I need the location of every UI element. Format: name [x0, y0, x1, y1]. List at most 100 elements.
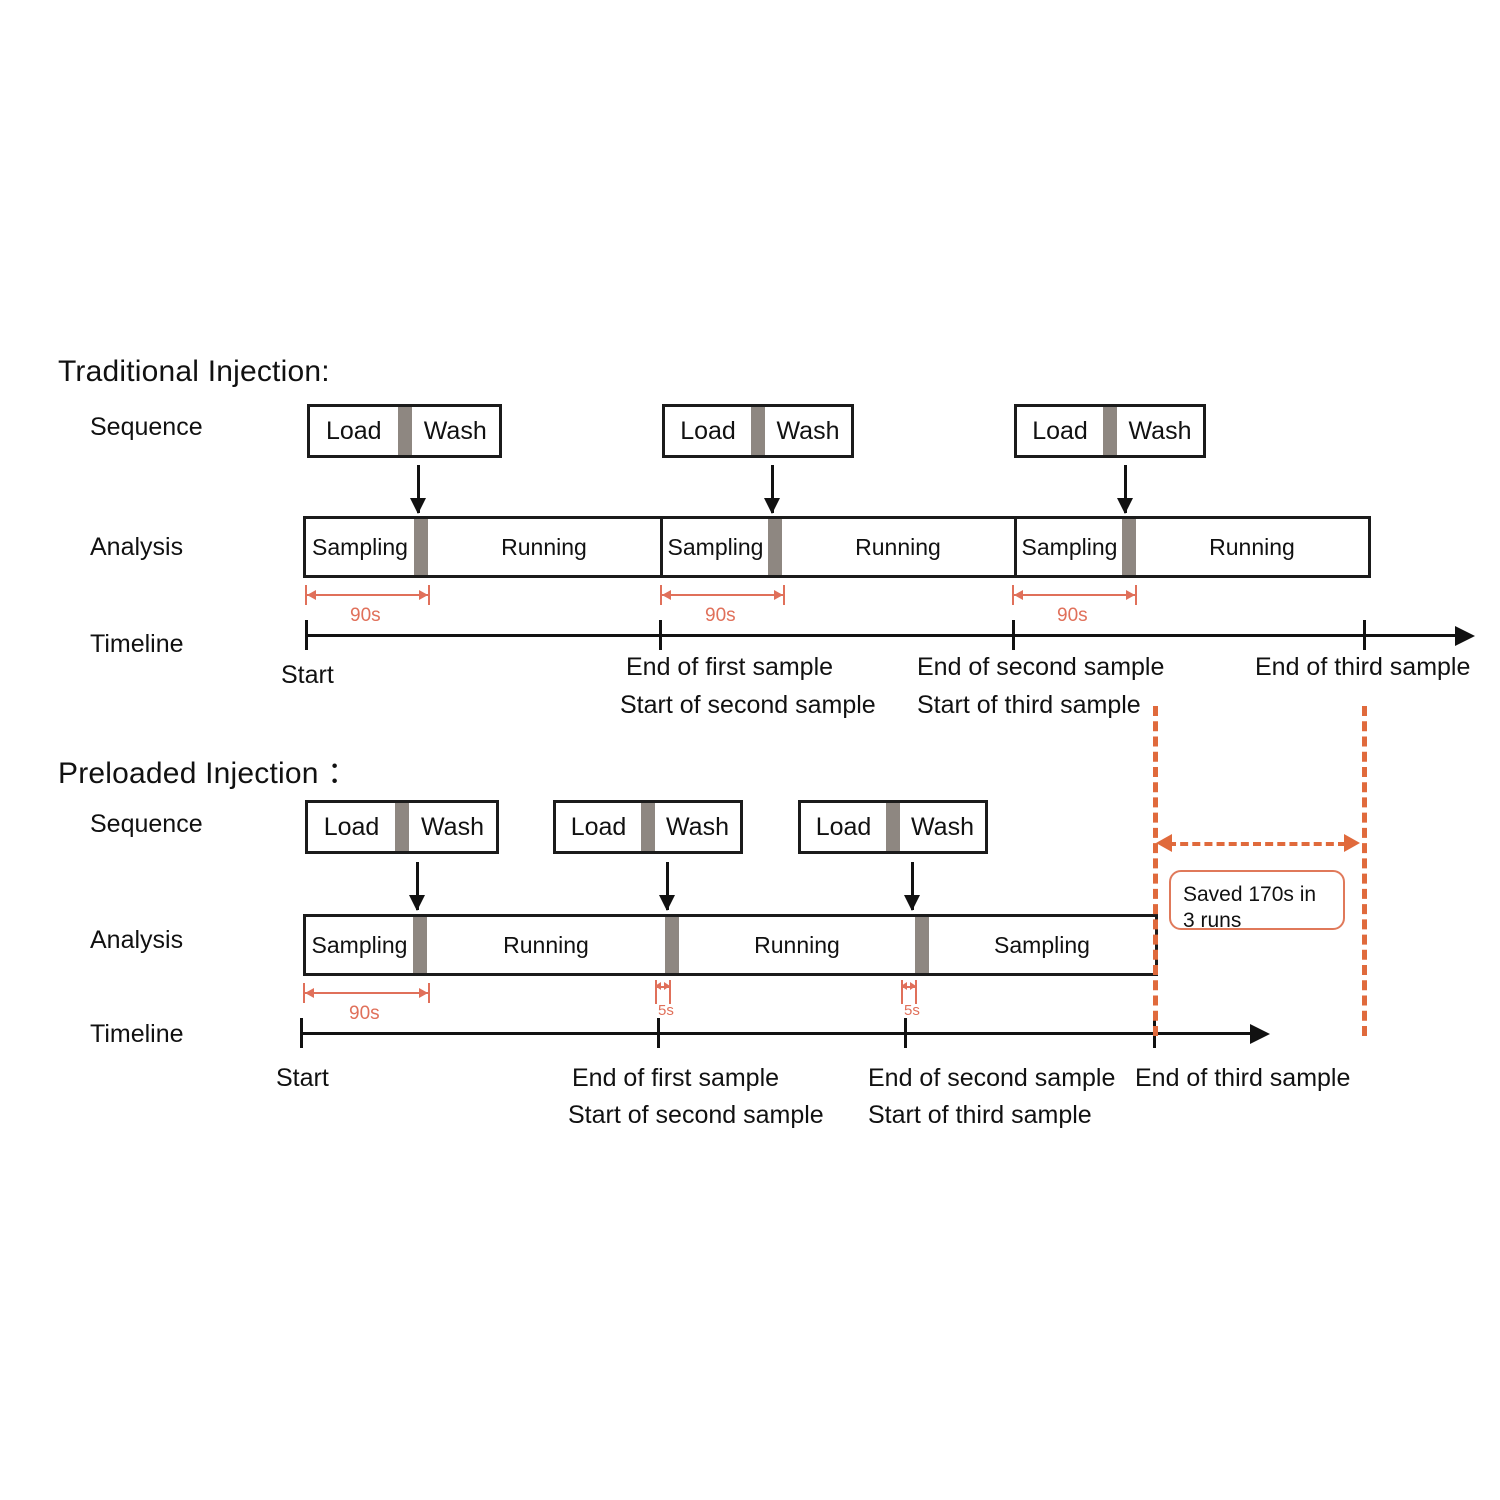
- measure-arrow-left: [655, 982, 661, 990]
- measure-cap-left: [660, 585, 662, 605]
- analysis-segment-sampling-2: Sampling: [660, 519, 768, 575]
- load-wash-divider: [641, 803, 655, 851]
- flow-arrow-down-2-preloaded: [659, 862, 675, 911]
- wash-label: Wash: [666, 812, 729, 841]
- wash-label: Wash: [776, 416, 840, 445]
- measure-90s-1-preloaded: 90s: [303, 983, 430, 1024]
- analysis-track-preloaded[interactable]: Sampling Running Running Sampling: [303, 914, 1158, 976]
- timeline-caption-4-preloaded-line1: End of third sample: [1135, 1064, 1351, 1092]
- timeline-tick-2-preloaded: [657, 1018, 660, 1048]
- analysis-segment-running-2: Running: [754, 931, 840, 958]
- analysis-segment-running-1: Running: [501, 533, 587, 560]
- timeline-caption-2-preloaded-line1: End of first sample: [572, 1064, 780, 1092]
- timeline-caption-3-preloaded-line2: Start of third sample: [868, 1101, 1092, 1129]
- measure-label: 90s: [350, 605, 381, 626]
- measure-arrow-right: [419, 988, 428, 998]
- timeline-tick-2-traditional: [659, 620, 662, 650]
- measure-arrow-left: [901, 982, 907, 990]
- analysis-segment-running-3: Running: [1209, 533, 1295, 560]
- wash-label: Wash: [911, 812, 974, 841]
- measure-cap-left: [901, 980, 903, 1004]
- timeline-axis-preloaded: [300, 1032, 1252, 1035]
- measure-line: [662, 594, 783, 596]
- analysis-divider-gray-1: [414, 519, 428, 575]
- measure-90s-3-traditional: 90s: [1012, 585, 1137, 626]
- section-title-preloaded: Preloaded Injection ：: [58, 757, 358, 790]
- measure-cap-right: [1135, 585, 1137, 605]
- timeline-tick-3-traditional: [1012, 620, 1015, 650]
- timeline-axis-traditional: [305, 634, 1457, 637]
- load-wash-divider: [397, 407, 412, 455]
- measure-arrow-right: [910, 982, 916, 990]
- savings-span-line: [1168, 842, 1346, 846]
- timeline-tick-1-traditional: [305, 620, 308, 650]
- measure-90s-2-traditional: 90s: [660, 585, 785, 626]
- measure-arrow-left: [307, 590, 316, 600]
- measure-arrow-left: [1014, 590, 1023, 600]
- savings-span-arrow-left: [1156, 834, 1172, 852]
- sequence-box-2-traditional[interactable]: Load Wash: [662, 404, 854, 458]
- measure-label: 90s: [705, 605, 736, 626]
- measure-line: [902, 986, 916, 988]
- analysis-divider-gray-2: [768, 519, 782, 575]
- sequence-box-1-preloaded[interactable]: Load Wash: [305, 800, 499, 854]
- timeline-tick-3-preloaded: [904, 1018, 907, 1048]
- sequence-box-2-preloaded[interactable]: Load Wash: [553, 800, 743, 854]
- measure-label: 5s: [658, 1002, 674, 1019]
- row-label-timeline-traditional: Timeline: [90, 630, 184, 658]
- load-wash-divider: [886, 803, 900, 851]
- measure-cap-left: [303, 983, 305, 1003]
- analysis-divider-gray-3: [915, 917, 929, 973]
- load-label: Load: [570, 812, 627, 841]
- analysis-segment-sampling-1: Sampling: [311, 931, 408, 958]
- load-label: Load: [815, 812, 872, 841]
- wash-label: Wash: [421, 812, 484, 841]
- timeline-caption-3-traditional-line1: End of second sample: [917, 653, 1165, 681]
- analysis-segment-sampling-1: Sampling: [312, 533, 408, 560]
- timeline-arrowhead-preloaded: [1250, 1024, 1270, 1044]
- timeline-caption-3-preloaded-line1: End of second sample: [868, 1064, 1116, 1092]
- measure-label: 5s: [904, 1002, 920, 1019]
- measure-cap-right: [428, 983, 430, 1003]
- analysis-track-traditional[interactable]: Sampling Running Sampling Running Sampli…: [303, 516, 1371, 578]
- measure-cap-right: [915, 980, 917, 1004]
- sequence-box-1-traditional[interactable]: Load Wash: [307, 404, 502, 458]
- sequence-box-3-traditional[interactable]: Load Wash: [1014, 404, 1206, 458]
- flow-arrow-down-2-traditional: [764, 465, 780, 514]
- load-label: Load: [680, 416, 736, 445]
- flow-arrow-down-3-preloaded: [904, 862, 920, 911]
- measure-cap-left: [1012, 585, 1014, 605]
- load-label: Load: [325, 416, 382, 445]
- load-wash-divider: [395, 803, 409, 851]
- sequence-box-3-preloaded[interactable]: Load Wash: [798, 800, 988, 854]
- timeline-caption-4-traditional-line1: End of third sample: [1255, 653, 1471, 681]
- measure-cap-left: [655, 980, 657, 1004]
- row-label-analysis-preloaded: Analysis: [90, 926, 184, 954]
- wash-label: Wash: [423, 416, 487, 445]
- analysis-segment-sampling-3: Sampling: [1014, 519, 1122, 575]
- measure-cap-right: [669, 980, 671, 1004]
- row-label-sequence-preloaded: Sequence: [90, 810, 203, 838]
- flow-arrow-down-1-traditional: [410, 465, 426, 514]
- measure-line: [305, 992, 428, 994]
- timeline-caption-3-traditional-line2: Start of third sample: [917, 691, 1141, 719]
- load-wash-divider: [1103, 407, 1117, 455]
- analysis-segment-running-2: Running: [855, 533, 941, 560]
- timeline-caption-2-traditional-line2: Start of second sample: [620, 691, 876, 719]
- load-label: Load: [1032, 416, 1088, 445]
- savings-callout: Saved 170s in 3 runs: [1169, 870, 1345, 932]
- load-label: Load: [323, 812, 380, 841]
- analysis-divider-gray-1: [413, 917, 427, 973]
- timeline-caption-1-traditional-line1: Start: [281, 661, 334, 689]
- measure-cap-right: [428, 585, 430, 605]
- measure-cap-left: [305, 585, 307, 605]
- analysis-divider-gray-3: [1122, 519, 1136, 575]
- measure-arrow-right: [774, 590, 783, 600]
- measure-arrow-left: [305, 988, 314, 998]
- measure-line: [307, 594, 428, 596]
- row-label-analysis-traditional: Analysis: [90, 533, 184, 561]
- row-label-sequence-traditional: Sequence: [90, 413, 203, 441]
- analysis-divider-gray-2: [665, 917, 679, 973]
- timeline-arrowhead-traditional: [1455, 626, 1475, 646]
- measure-arrow-right: [1126, 590, 1135, 600]
